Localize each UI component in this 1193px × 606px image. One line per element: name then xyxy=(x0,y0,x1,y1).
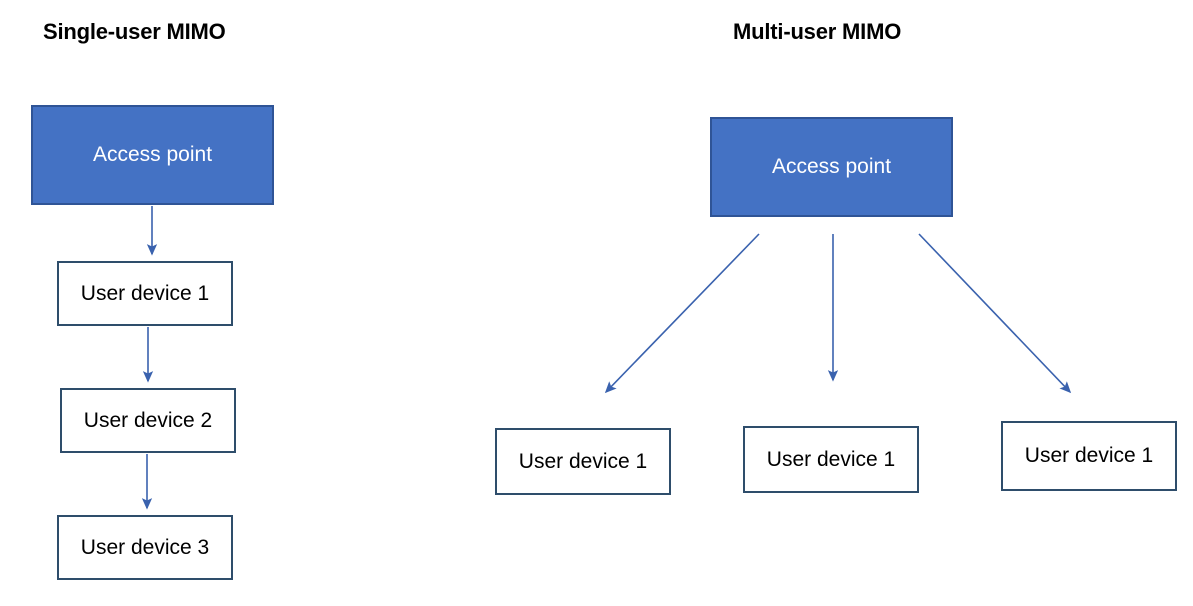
user-device-node-3-single-user[interactable]: User device 3 xyxy=(57,515,233,580)
user-device-node-2-single-user[interactable]: User device 2 xyxy=(60,388,236,453)
panel-title-single-user: Single-user MIMO xyxy=(43,19,226,44)
user-device-node-1-single-user[interactable]: User device 1 xyxy=(57,261,233,326)
arrow-ap-to-device-right xyxy=(918,233,1072,394)
access-point-node-single-user[interactable]: Access point xyxy=(31,105,274,205)
panel-title-multi-user: Multi-user MIMO xyxy=(733,19,902,44)
user-device-node-2-multi-user[interactable]: User device 1 xyxy=(743,426,919,493)
arrow-ap-to-device-left xyxy=(604,233,760,394)
access-point-node-multi-user[interactable]: Access point xyxy=(710,117,953,217)
user-device-node-1-multi-user[interactable]: User device 1 xyxy=(495,428,671,495)
user-device-node-3-multi-user[interactable]: User device 1 xyxy=(1001,421,1177,491)
